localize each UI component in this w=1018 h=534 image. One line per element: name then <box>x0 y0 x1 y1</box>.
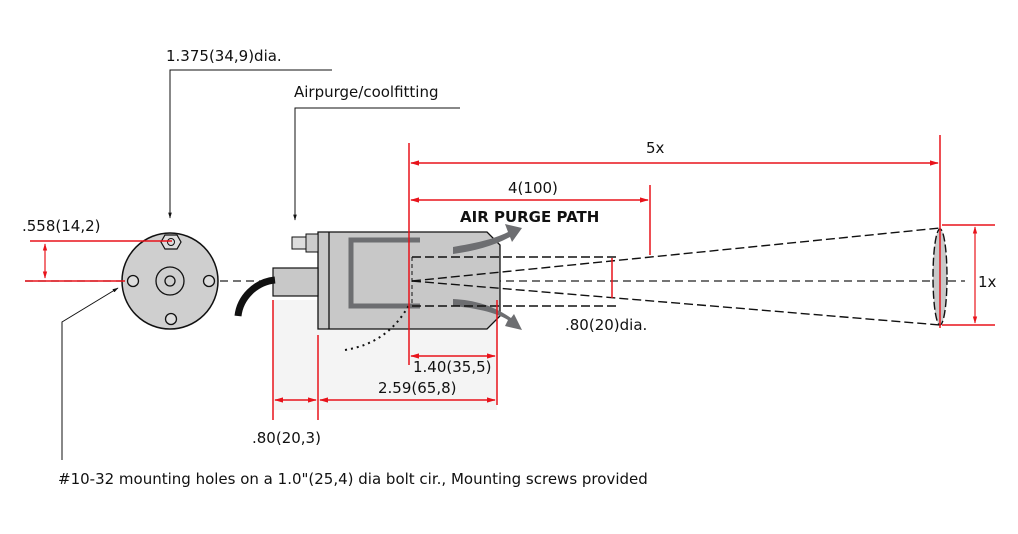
sensor-side-view <box>234 231 501 410</box>
optical-field-of-view <box>411 227 941 326</box>
air-purge-path-label: AIR PURGE PATH <box>460 208 599 226</box>
body-length-label: 2.59(65,8) <box>378 379 457 397</box>
air-fitting-label: Airpurge/coolfitting <box>294 83 439 101</box>
cable <box>234 276 276 317</box>
air-purge-arrow-up <box>453 224 522 254</box>
fitting-nut <box>160 234 182 250</box>
spot-diameter-label: .80(20)dia. <box>565 316 647 334</box>
mounting-note: #10-32 mounting holes on a 1.0"(25,4) di… <box>58 470 648 488</box>
offset-label: .558(14,2) <box>22 217 101 235</box>
air-fitting <box>291 236 307 250</box>
rear-length-label: .80(20,3) <box>252 429 321 447</box>
air-purge-arrow-down <box>453 299 522 330</box>
front-length-label: 1.40(35,5) <box>413 358 492 376</box>
mounting-hole <box>164 312 178 326</box>
mounting-hole <box>126 274 140 288</box>
front-view <box>121 232 219 330</box>
spot-ratio-label: 1x <box>978 273 997 291</box>
distance-ratio-label: 5x <box>646 139 665 157</box>
mounting-hole <box>202 274 216 288</box>
outer-diameter-label: 1.375(34,9)dia. <box>166 47 282 65</box>
focus-distance-label: 4(100) <box>508 179 558 197</box>
